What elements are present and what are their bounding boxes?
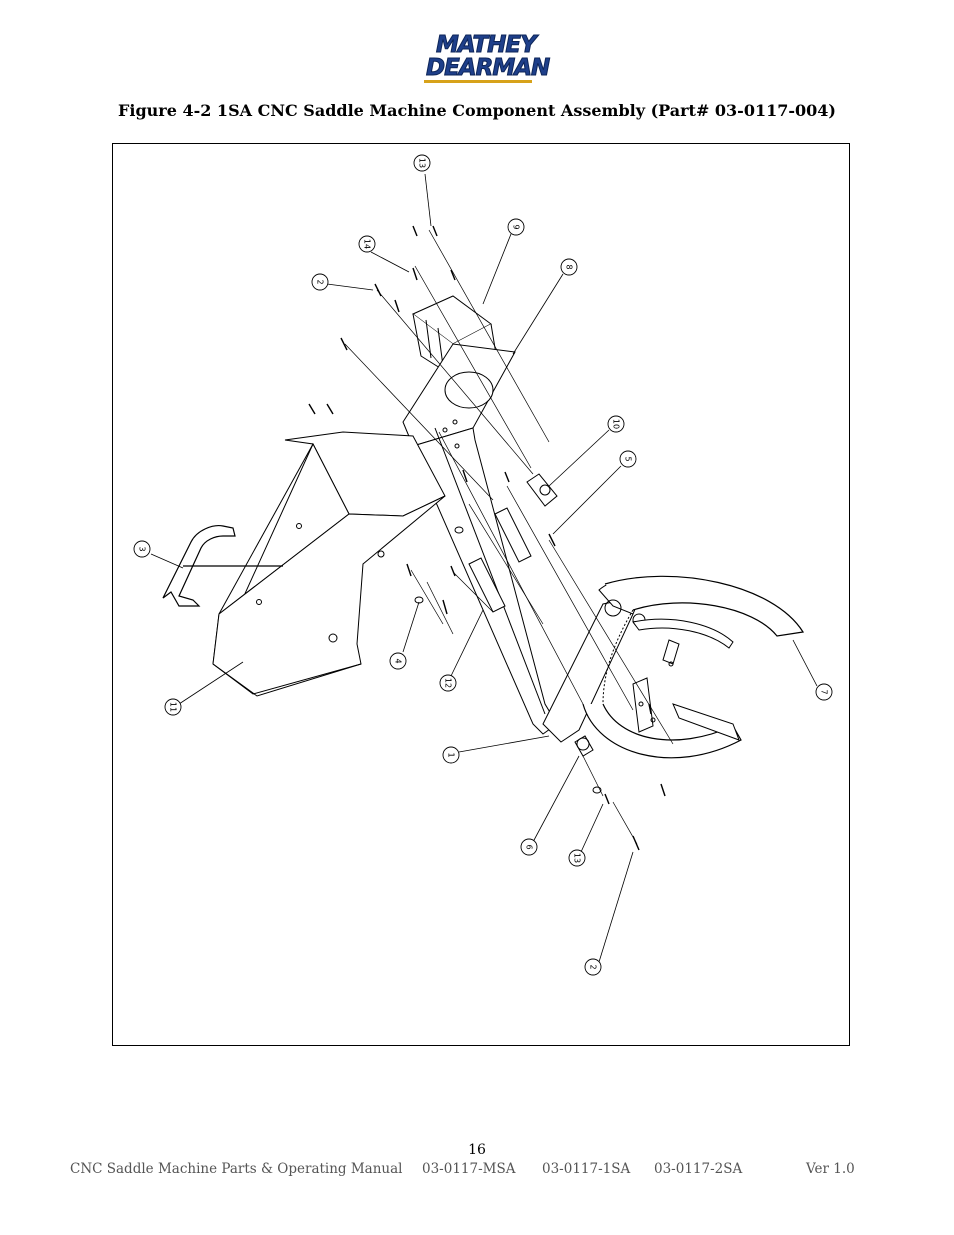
- exploded-assembly-diagram: 13 9 14 8 2 10 5 3 7 4 12 11 1 6 13 2: [133, 154, 833, 976]
- callout-13-bottom: 13: [568, 849, 586, 867]
- logo-text-top: MATHEY: [436, 32, 538, 58]
- svg-text:12: 12: [444, 678, 453, 688]
- callout-9: 9: [507, 218, 525, 236]
- svg-text:3: 3: [138, 546, 147, 551]
- gear-hub: [574, 735, 594, 757]
- callout-5: 5: [619, 450, 637, 468]
- callout-7: 7: [815, 683, 833, 701]
- callout-3: 3: [133, 540, 151, 558]
- company-logo: MATHEY DEARMAN: [424, 30, 551, 86]
- callout-6: 6: [520, 838, 538, 856]
- ring-gear: [582, 575, 804, 759]
- assembly-axis-lines: [344, 229, 674, 845]
- footer-version: Ver 1.0: [806, 1161, 855, 1177]
- svg-text:5: 5: [624, 456, 633, 461]
- footer-part-1sa: 03-0117-1SA: [542, 1161, 631, 1177]
- svg-text:10: 10: [612, 419, 621, 429]
- motor-mount-plate: [402, 343, 516, 447]
- svg-text:8: 8: [565, 264, 574, 269]
- svg-text:9: 9: [512, 224, 521, 229]
- callout-4: 4: [389, 652, 407, 670]
- callout-14: 14: [358, 235, 376, 253]
- logo-underline: [424, 80, 532, 83]
- callout-13-top: 13: [413, 154, 431, 172]
- callout-12: 12: [439, 674, 457, 692]
- assembly-drawing-frame: 13 9 14 8 2 10 5 3 7 4 12 11 1 6 13 2: [112, 143, 850, 1046]
- footer-manual-title: CNC Saddle Machine Parts & Operating Man…: [70, 1161, 403, 1177]
- callout-8: 8: [560, 258, 578, 276]
- handle: [162, 525, 283, 607]
- callout-1: 1: [442, 746, 460, 764]
- shafts: [468, 507, 532, 613]
- footer-part-msa: 03-0117-MSA: [422, 1161, 516, 1177]
- svg-text:13: 13: [573, 853, 582, 863]
- page-number: 16: [468, 1142, 486, 1158]
- bolts: [308, 225, 666, 851]
- svg-text:13: 13: [418, 158, 427, 168]
- svg-text:2: 2: [589, 964, 598, 969]
- svg-text:11: 11: [169, 702, 178, 712]
- logo-text-bottom: DEARMAN: [425, 55, 550, 81]
- leader-lines: [150, 173, 818, 963]
- footer-part-2sa: 03-0117-2SA: [654, 1161, 743, 1177]
- cover-housing: [212, 431, 446, 697]
- svg-text:1: 1: [447, 752, 456, 757]
- figure-title: Figure 4-2 1SA CNC Saddle Machine Compon…: [118, 101, 836, 120]
- svg-text:7: 7: [820, 689, 829, 694]
- svg-text:2: 2: [316, 279, 325, 284]
- callout-2-top: 2: [311, 273, 329, 291]
- svg-text:14: 14: [363, 239, 372, 249]
- svg-text:4: 4: [394, 658, 403, 663]
- cam-follower: [526, 473, 558, 507]
- callout-2-bottom: 2: [584, 958, 602, 976]
- svg-text:6: 6: [525, 844, 534, 849]
- callout-10: 10: [607, 415, 625, 433]
- callout-11: 11: [164, 698, 182, 716]
